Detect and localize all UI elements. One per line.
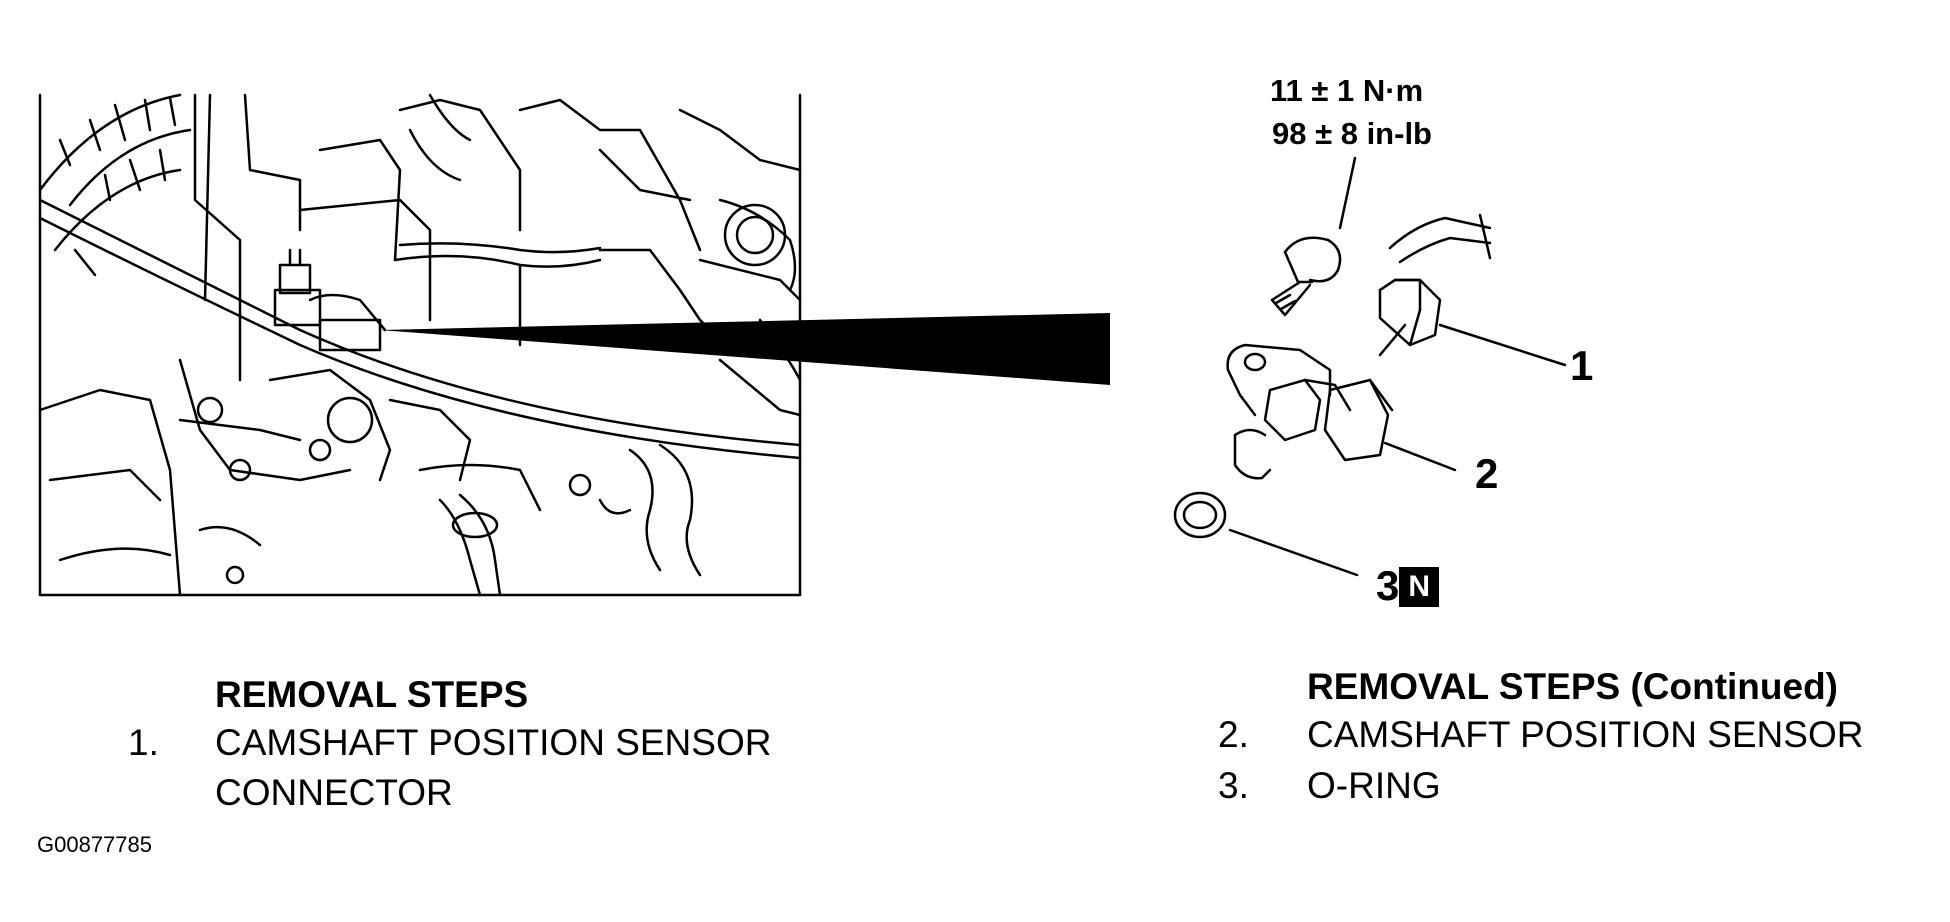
step-1-text-line2: CONNECTOR [215, 772, 453, 813]
callout-2: 2 [1475, 450, 1499, 497]
callout-1: 1 [1570, 342, 1594, 389]
bolt-icon [1270, 236, 1342, 317]
callout-3-number: 3 [1376, 562, 1400, 609]
step-1-number: 1. [128, 722, 159, 763]
removal-steps-heading: REMOVAL STEPS [215, 674, 529, 715]
step-3-text: O-RING [1307, 765, 1441, 806]
step-2-text: CAMSHAFT POSITION SENSOR [1307, 714, 1864, 755]
step-1-text-line1: CAMSHAFT POSITION SENSOR [215, 722, 772, 763]
torque-spec-imperial: 98 ± 8 in-lb [1272, 116, 1432, 151]
figure-id: G00877785 [37, 832, 152, 857]
new-part-badge: N [1399, 567, 1440, 607]
sensor-detail-illustration [1173, 156, 1567, 577]
removal-steps-continued-heading: REMOVAL STEPS (Continued) [1307, 666, 1839, 707]
connector-icon [1378, 213, 1492, 347]
leader-wedge [380, 313, 1110, 385]
step-2-number: 2. [1218, 714, 1249, 755]
step-3-number: 3. [1218, 765, 1249, 806]
o-ring-icon [1173, 491, 1227, 539]
engine-bay-illustration [38, 93, 802, 597]
camshaft-sensor-icon [1226, 343, 1394, 480]
torque-spec-metric: 11 ± 1 N·m [1270, 73, 1424, 108]
